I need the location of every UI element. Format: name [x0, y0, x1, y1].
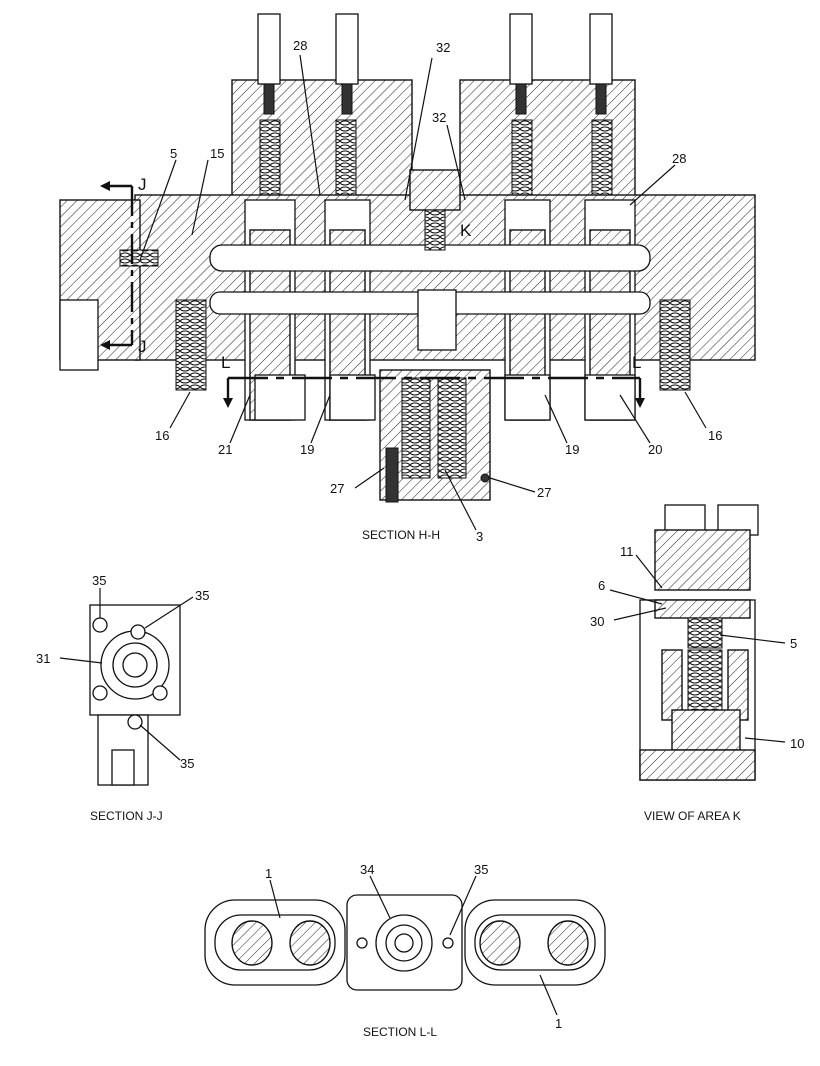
callout: 35	[92, 573, 106, 588]
caption-view-area-k: VIEW OF AREA K	[644, 809, 741, 823]
callout: 5	[790, 636, 797, 651]
callout: 1	[555, 1016, 562, 1031]
leader-lines-jj	[59, 588, 194, 761]
callouts-hh: 5 15 28 32 32 28 16 21 19 27 3 27 19 20 …	[155, 38, 722, 544]
callout: 34	[360, 862, 374, 877]
callout: 28	[672, 151, 686, 166]
callout: 1	[265, 866, 272, 881]
check-valves	[175, 299, 691, 391]
section-mark-k: K	[460, 221, 472, 240]
section-ll-view: 1 34 35 1 SECTION L-L	[204, 862, 606, 1039]
callout: 28	[293, 38, 307, 53]
section-mark-j-bottom: J	[138, 337, 147, 356]
leader-lines-hh	[139, 54, 707, 531]
section-mark-l-right: L	[632, 353, 641, 372]
caption-section-hh: SECTION H-H	[362, 528, 440, 542]
callout: 35	[195, 588, 209, 603]
leader-lines-ll	[269, 875, 558, 1016]
callout: 35	[180, 756, 194, 771]
view-area-k: 11 6 30 5 10 VIEW OF AREA K	[590, 504, 804, 823]
callout: 15	[210, 146, 224, 161]
section-hh-view: J J K L L 5 15 28 32 32	[59, 13, 756, 544]
callout: 30	[590, 614, 604, 629]
callout: 35	[474, 862, 488, 877]
callout: 27	[537, 485, 551, 500]
caption-section-ll: SECTION L-L	[363, 1025, 437, 1039]
section-jj-view: 35 35 31 35 SECTION J-J	[36, 573, 209, 823]
leader-lines-k	[609, 554, 786, 743]
callout: 21	[218, 442, 232, 457]
callout: 19	[300, 442, 314, 457]
callout: 32	[432, 110, 446, 125]
callout: 32	[436, 40, 450, 55]
section-mark-l-left: L	[221, 353, 230, 372]
callout: 16	[708, 428, 722, 443]
callout: 20	[648, 442, 662, 457]
callout: 27	[330, 481, 344, 496]
section-mark-j-top: J	[138, 175, 147, 194]
callout: 16	[155, 428, 169, 443]
callout: 31	[36, 651, 50, 666]
callout: 11	[620, 544, 634, 559]
callout: 19	[565, 442, 579, 457]
solenoid-caps	[257, 13, 613, 115]
callout: 10	[790, 736, 804, 751]
callout: 5	[170, 146, 177, 161]
callout: 3	[476, 529, 483, 544]
callout: 6	[598, 578, 605, 593]
caption-section-jj: SECTION J-J	[90, 809, 163, 823]
